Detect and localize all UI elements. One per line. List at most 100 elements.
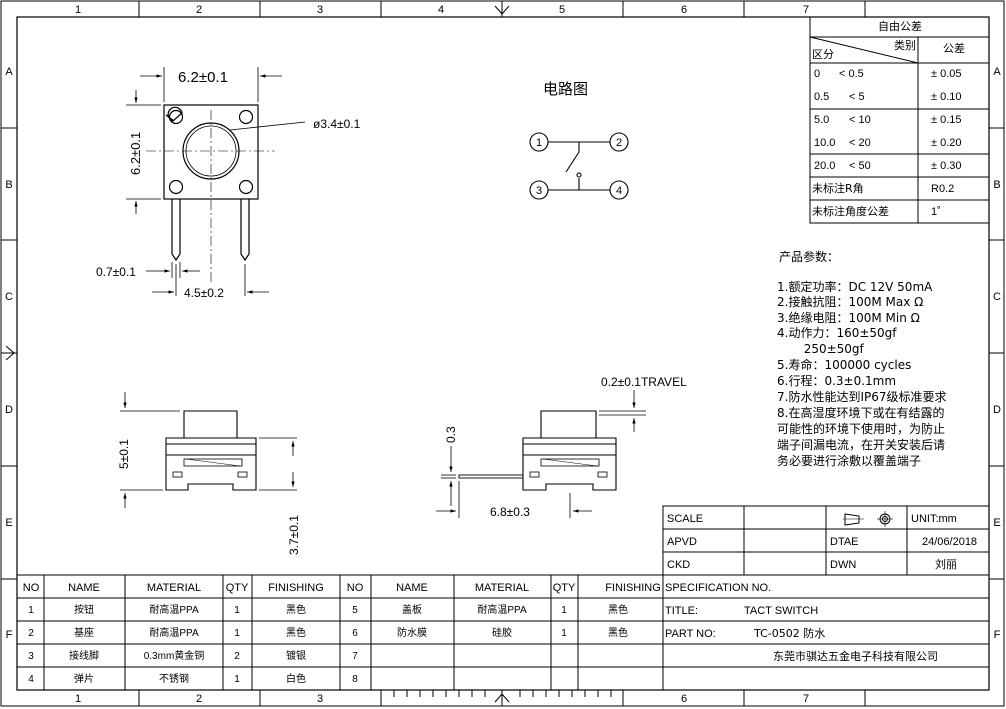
svg-text:2: 2 (196, 4, 202, 16)
table-row: 3 接线脚 0.3mm黄金铜 2 镀银 7 (28, 649, 358, 662)
svg-text:自由公差: 自由公差 (878, 19, 922, 33)
svg-text:MATERIAL: MATERIAL (475, 582, 529, 594)
side-view-left (165, 410, 257, 491)
svg-text:2: 2 (196, 693, 202, 705)
svg-text:0: 0 (814, 68, 820, 80)
svg-text:6: 6 (681, 693, 687, 705)
svg-text:E: E (993, 517, 1000, 529)
svg-text:R0.2: R0.2 (931, 183, 954, 195)
svg-text:不锈钢: 不锈钢 (159, 672, 189, 685)
svg-text:3: 3 (536, 185, 542, 197)
svg-text:6.行程：0.3±0.1mm: 6.行程：0.3±0.1mm (777, 373, 896, 388)
svg-text:未标注R角: 未标注R角 (812, 181, 864, 195)
svg-text:C: C (993, 291, 1001, 303)
svg-text:DWN: DWN (830, 559, 856, 571)
svg-text:白色: 白色 (286, 672, 306, 685)
svg-text:0.5: 0.5 (814, 91, 829, 103)
svg-text:D: D (5, 404, 13, 416)
side-view-right (458, 410, 617, 491)
svg-text:DTAE: DTAE (830, 536, 859, 548)
side-view-left-labels: 5±0.1 3.7±0.1 (117, 439, 301, 555)
svg-text:± 0.20: ± 0.20 (931, 137, 962, 149)
svg-text:6.2±0.1: 6.2±0.1 (128, 132, 143, 175)
svg-text:QTY: QTY (553, 582, 576, 594)
svg-text:< 0.5: < 0.5 (839, 68, 864, 80)
svg-text:4: 4 (616, 185, 622, 197)
svg-text:按钮: 按钮 (74, 603, 94, 616)
side-view-left-dimensions (120, 392, 297, 508)
svg-text:1˚: 1˚ (931, 206, 941, 218)
svg-text:黑色: 黑色 (286, 626, 306, 639)
top-view (146, 104, 275, 285)
svg-text:5: 5 (559, 4, 565, 16)
svg-text:A: A (993, 66, 1001, 78)
svg-text:A: A (5, 66, 13, 78)
svg-text:可能性的环境下使用时，为防止: 可能性的环境下使用时，为防止 (777, 421, 945, 436)
svg-text:< 10: < 10 (849, 114, 871, 126)
svg-text:1: 1 (561, 628, 567, 639)
svg-text:1: 1 (234, 605, 240, 616)
table-row: 4 弹片 不锈钢 1 白色 8 (28, 672, 358, 685)
svg-text:NO: NO (347, 582, 364, 594)
svg-text:0.3mm黄金铜: 0.3mm黄金铜 (144, 649, 205, 662)
svg-text:D: D (993, 404, 1001, 416)
svg-text:黑色: 黑色 (608, 626, 628, 639)
top-view-labels: 6.2±0.1 6.2±0.1 ø3.4±0.1 0.7±0.1 4.5±0.2 (96, 69, 361, 300)
svg-text:< 5: < 5 (849, 91, 865, 103)
title-block-text: SCALE UNIT:mm APVD DTAE 24/06/2018 CKD D… (665, 513, 977, 663)
svg-text:5: 5 (352, 605, 358, 616)
svg-text:NAME: NAME (396, 582, 428, 594)
svg-text:1: 1 (536, 137, 542, 149)
svg-text:CKD: CKD (667, 559, 690, 571)
svg-text:耐高温PPA: 耐高温PPA (149, 603, 199, 616)
svg-text:24/06/2018: 24/06/2018 (922, 536, 977, 548)
svg-text:8: 8 (352, 674, 358, 685)
svg-text:4.动作力：160±50gf: 4.动作力：160±50gf (777, 326, 897, 340)
svg-text:20.0: 20.0 (814, 160, 835, 172)
svg-text:3: 3 (317, 693, 323, 705)
svg-text:黑色: 黑色 (608, 603, 628, 616)
svg-text:接线脚: 接线脚 (69, 649, 99, 662)
side-view-right-labels: 0.2±0.1TRAVEL 0.3 6.8±0.3 (444, 375, 687, 519)
svg-text:东莞市骐达五金电子科技有限公司: 东莞市骐达五金电子科技有限公司 (773, 649, 938, 663)
svg-text:未标注角度公差: 未标注角度公差 (812, 204, 889, 218)
svg-text:1: 1 (75, 693, 81, 705)
row-labels: AB CD EF AB CD EF (5, 66, 1001, 641)
table-row: 1 按钮 耐高温PPA 1 黑色 5 盖板 耐高温PPA 1 黑色 (28, 603, 628, 616)
svg-text:4.5±0.2: 4.5±0.2 (184, 286, 224, 300)
svg-text:电路图: 电路图 (543, 80, 588, 98)
svg-text:7: 7 (352, 651, 358, 662)
svg-text:TITLE:: TITLE: (665, 605, 698, 617)
svg-text:APVD: APVD (667, 536, 697, 548)
svg-text:NO: NO (23, 582, 40, 594)
svg-text:硅胶: 硅胶 (492, 626, 512, 639)
svg-text:1.额定功率：DC 12V 50mA: 1.额定功率：DC 12V 50mA (777, 279, 933, 294)
svg-text:B: B (5, 179, 12, 191)
svg-text:6: 6 (681, 4, 687, 16)
svg-text:TACT SWITCH: TACT SWITCH (744, 605, 818, 617)
bom-rows: 1 按钮 耐高温PPA 1 黑色 5 盖板 耐高温PPA 1 黑色 2 基座 耐… (28, 603, 628, 685)
svg-text:7: 7 (803, 4, 809, 16)
svg-text:± 0.10: ± 0.10 (931, 91, 962, 103)
svg-text:7.防水性能达到IP67级标准要求: 7.防水性能达到IP67级标准要求 (777, 389, 947, 404)
svg-text:基座: 基座 (74, 626, 94, 639)
side-view-right-dimensions (436, 390, 646, 518)
svg-text:1: 1 (234, 628, 240, 639)
svg-text:ø3.4±0.1: ø3.4±0.1 (313, 117, 361, 131)
svg-text:2: 2 (28, 628, 34, 639)
svg-text:5±0.1: 5±0.1 (117, 439, 131, 469)
svg-text:± 0.15: ± 0.15 (931, 114, 962, 126)
svg-text:端子间漏电流，在开关安装后请: 端子间漏电流，在开关安装后请 (777, 437, 945, 452)
svg-text:NAME: NAME (68, 582, 100, 594)
svg-text:± 0.05: ± 0.05 (931, 68, 962, 80)
bom-table (16, 574, 664, 691)
tolerance-table: 自由公差 类别 区分 公差 0 < 0.5 ± 0.05 0.5 < 5 ± 0… (809, 16, 990, 224)
circuit-diagram: 电路图 1 2 3 4 (529, 80, 629, 200)
svg-text:7: 7 (803, 693, 809, 705)
svg-text:< 50: < 50 (849, 160, 871, 172)
svg-text:F: F (6, 629, 13, 641)
svg-text:UNIT:mm: UNIT:mm (911, 513, 957, 525)
svg-text:QTY: QTY (226, 582, 249, 594)
